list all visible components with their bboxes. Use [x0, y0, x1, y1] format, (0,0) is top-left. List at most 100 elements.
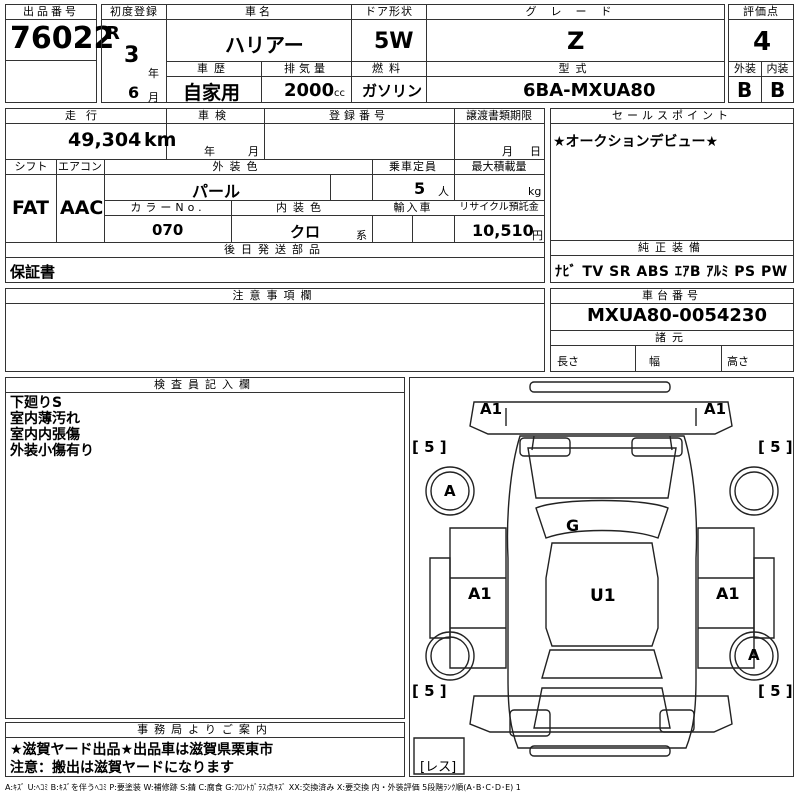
mark-g: G	[566, 516, 580, 535]
displacement-box: 排気量 2000 cc	[261, 61, 352, 103]
front-bumper	[469, 401, 733, 435]
score-box: 評価点 4	[728, 4, 794, 62]
notes-box: 注意事項欄	[5, 288, 545, 372]
displacement-unit: cc	[334, 88, 345, 99]
fuel-box: 燃料 ガソリン	[351, 61, 427, 103]
lot-number-box: 出品番号 76022	[5, 4, 114, 61]
lot-number: 76022	[10, 21, 115, 56]
later-parts: 保証書	[10, 263, 56, 281]
mileage-unit: km	[144, 129, 177, 151]
sales-point-label: セールスポイント	[551, 109, 793, 124]
office-box: 事務局よりご案内 ★滋賀ヤード出品★出品車は滋賀県栗東市 注意：搬出は滋賀ヤード…	[5, 722, 405, 777]
rear-glass	[541, 649, 663, 679]
score-label: 評価点	[729, 5, 793, 20]
mileage: 49,304	[68, 129, 142, 151]
wheel-rear-right	[729, 631, 779, 681]
wheel-front-left	[425, 466, 475, 516]
lot-number-label: 出品番号	[6, 5, 96, 20]
fuel: ガソリン	[362, 82, 423, 100]
inspection-label: 車検	[166, 109, 264, 124]
tire-rr-bracket: [ 5 ]	[758, 682, 793, 700]
notes-label: 注意事項欄	[6, 289, 544, 304]
exterior-color: パール	[192, 182, 241, 201]
chassis-box: 車台番号 MXUA80-0054230 諸元 長さ 幅 高さ	[550, 288, 794, 372]
grade: Z	[567, 27, 585, 55]
inspection-year-unit: 年	[204, 145, 215, 158]
mark-a-left: A	[444, 482, 456, 500]
tire-rr-score: 5	[770, 682, 781, 700]
rear-bumper	[469, 695, 733, 733]
displacement-label: 排気量	[262, 62, 351, 77]
interior-box: 内装 B	[761, 61, 794, 103]
first-registration-label: 初度登録	[102, 5, 166, 20]
chassis-number: MXUA80-0054230	[587, 305, 767, 326]
recycle-label: リサイクル預託金	[454, 201, 544, 216]
sales-point: ★オークションデビュー★	[553, 134, 719, 150]
car-diagram-svg	[413, 381, 779, 775]
car-name-label: 車名	[167, 5, 351, 20]
rear-bumper-outline	[529, 745, 671, 757]
first-registration-box: 初度登録 R 3 年 6 月	[101, 4, 167, 104]
max-load-label: 最大積載量	[454, 160, 544, 175]
right-side	[697, 527, 755, 669]
exterior-label: 外装	[729, 62, 761, 77]
transfer-month-unit: 月	[502, 145, 513, 158]
length-label: 長さ	[557, 355, 579, 368]
grade-label: グレード	[427, 5, 724, 20]
front-right-light	[631, 437, 683, 457]
exterior-grade: B	[737, 78, 753, 102]
interior-color-unit: 系	[356, 229, 367, 242]
interior-color-label: 内装色	[231, 201, 372, 216]
mark-a1-mid-right: A1	[716, 584, 740, 603]
spare-tire-slot	[413, 737, 465, 775]
spare-tire-box	[509, 709, 551, 737]
office-label: 事務局よりご案内	[6, 723, 404, 738]
details-box: 走行 車検 登録番号 譲渡書類期限 49,304 km 年 月 月 日 シフト …	[5, 108, 545, 283]
mileage-label: 走行	[6, 109, 166, 124]
mark-a-right: A	[748, 646, 760, 664]
history-label: 車歴	[167, 62, 261, 77]
left-mirror-area	[429, 557, 451, 639]
import-label: 輸入車	[372, 201, 454, 216]
registration-year: 3	[124, 43, 140, 68]
equipment-label: 純正装備	[551, 241, 793, 256]
transfer-deadline-label: 譲渡書類期限	[454, 109, 544, 124]
chassis-label: 車台番号	[551, 289, 793, 304]
tire-fr-bracket: [ 5 ]	[758, 438, 793, 456]
lot-number-blank	[5, 60, 97, 103]
width-label: 幅	[649, 355, 660, 368]
height-label: 高さ	[727, 355, 749, 368]
wheel-rear-left	[425, 631, 475, 681]
history: 自家用	[183, 82, 241, 104]
era: R	[106, 23, 120, 44]
grade-box: グレード Z	[426, 4, 725, 62]
aircon-label: エアコン	[56, 160, 104, 175]
inspector-line-3: 室内内張傷	[10, 427, 80, 443]
wheel-front-right	[729, 466, 779, 516]
inspector-box: 検査員記入欄 下廻りS 室内薄汚れ 室内内張傷 外装小傷有り	[5, 377, 405, 719]
door-type: 5W	[374, 29, 414, 54]
year-unit: 年	[148, 67, 159, 80]
roof	[545, 542, 659, 647]
recycle-fee: 10,510	[472, 221, 534, 240]
spare-bracket: [レス]	[420, 760, 457, 775]
damage-diagram: A1 A1 [ 5 ] [ 5 ] A G A1 U1 A1 A [ 5 ] […	[409, 377, 794, 777]
later-parts-label: 後日発送部品	[6, 243, 544, 258]
legend: A:ｷｽﾞ U:ﾍｺﾐ B:ｷｽﾞを伴うﾍｺﾐ P:要塗装 W:補修跡 S:錆 …	[5, 783, 521, 792]
registration-month: 6	[128, 83, 140, 102]
inspector-label: 検査員記入欄	[6, 378, 404, 393]
max-load-unit: kg	[528, 185, 542, 198]
spec-label: 諸元	[551, 331, 793, 346]
displacement: 2000	[284, 80, 335, 101]
model-box: 型式 6BA-MXUA80	[426, 61, 725, 103]
shift-label: シフト	[6, 160, 56, 175]
capacity-unit: 人	[438, 185, 449, 198]
front-left-light	[519, 437, 571, 457]
spare-status: レス	[425, 760, 452, 775]
mark-u1: U1	[590, 586, 616, 606]
equipment-box: 純正装備 ﾅﾋﾞ TV SR ABS ｴｱB ｱﾙﾐ PS PW	[550, 240, 794, 283]
color-number-label: カラーNo.	[105, 201, 231, 216]
exterior-color-label: 外装色	[104, 160, 372, 175]
inspector-line-2: 室内薄汚れ	[10, 411, 80, 427]
body-outline	[506, 435, 698, 749]
